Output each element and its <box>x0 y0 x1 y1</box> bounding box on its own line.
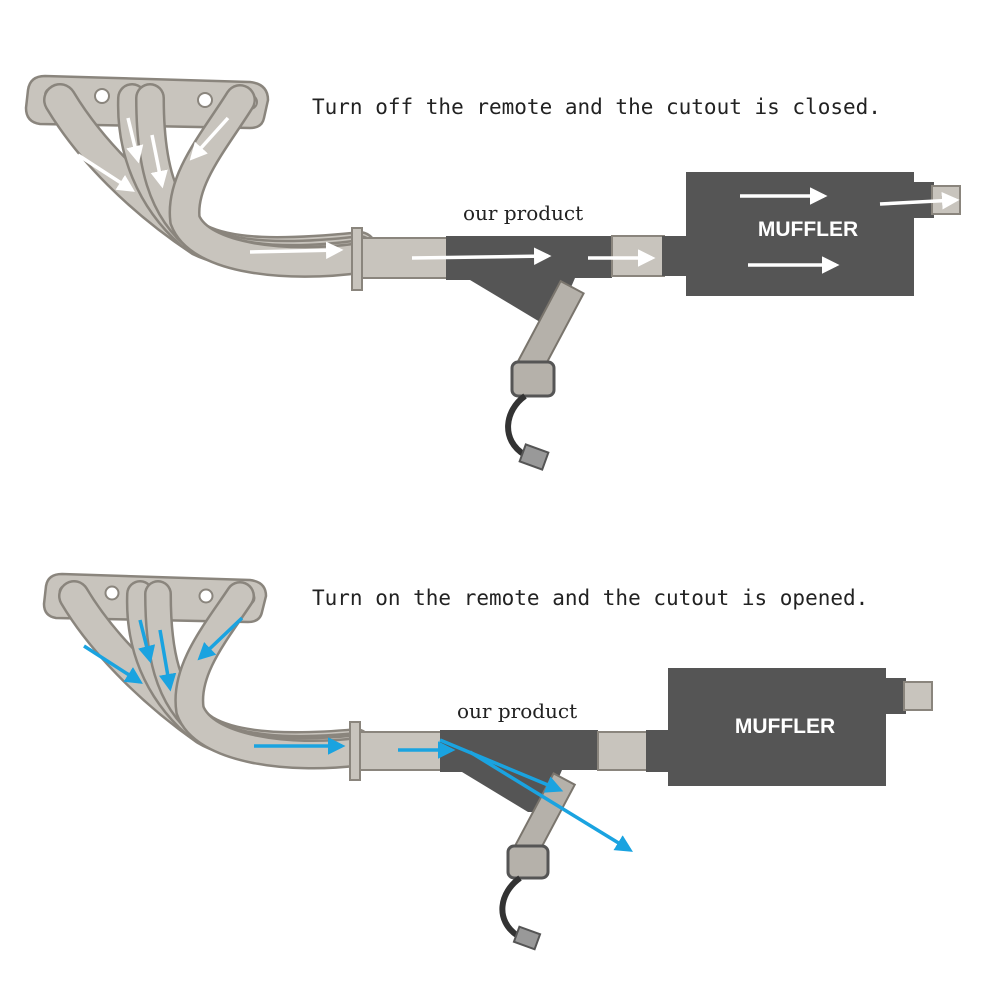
muffler-label: MUFFLER <box>735 715 835 738</box>
cutout-connector <box>518 443 550 471</box>
cutout-wire <box>505 393 527 458</box>
flow-arrow <box>469 750 633 852</box>
flow-arrow <box>189 116 230 161</box>
muffler-body <box>668 668 886 786</box>
flow-arrow <box>879 191 960 210</box>
product-label: our product <box>463 201 583 225</box>
flow-arrows-closed <box>77 116 960 274</box>
pipe-segment <box>597 731 649 771</box>
product-label: our product <box>457 699 577 723</box>
cutout-product <box>440 730 598 951</box>
muffler-label: MUFFLER <box>758 218 858 241</box>
flow-arrow <box>439 738 564 793</box>
cutout-product <box>446 236 612 471</box>
flow-arrow <box>197 616 244 661</box>
pipe-segment <box>611 235 665 277</box>
muffler-inlet <box>662 236 688 276</box>
tailpipe-collar <box>884 678 906 714</box>
flow-arrow <box>83 644 143 684</box>
flow-arrow <box>158 629 177 692</box>
collector-flange <box>351 227 363 291</box>
panel-caption: Turn off the remote and the cutout is cl… <box>312 95 881 119</box>
flow-arrow <box>150 134 168 189</box>
muffler-body <box>686 172 914 296</box>
flow-arrow <box>138 619 156 664</box>
cutout-actuator <box>506 844 550 880</box>
collector-flange <box>349 721 361 781</box>
flow-arrow <box>126 117 144 164</box>
panel-closed: MUFFLER Turn off the remote and the cuto… <box>24 74 961 471</box>
muffler-inlet <box>646 730 670 772</box>
flow-arrows-opened <box>83 616 633 852</box>
cutout-wire <box>499 875 522 939</box>
flow-arrow <box>411 247 552 265</box>
cutout-connector <box>512 925 542 951</box>
flow-arrow <box>77 153 135 192</box>
tailpipe <box>903 681 933 711</box>
panel-caption: Turn on the remote and the cutout is ope… <box>312 586 868 610</box>
cutout-actuator <box>510 360 556 398</box>
panel-opened: MUFFLER Turn on the remote and the cutou… <box>42 572 933 951</box>
flow-arrow <box>249 241 344 260</box>
